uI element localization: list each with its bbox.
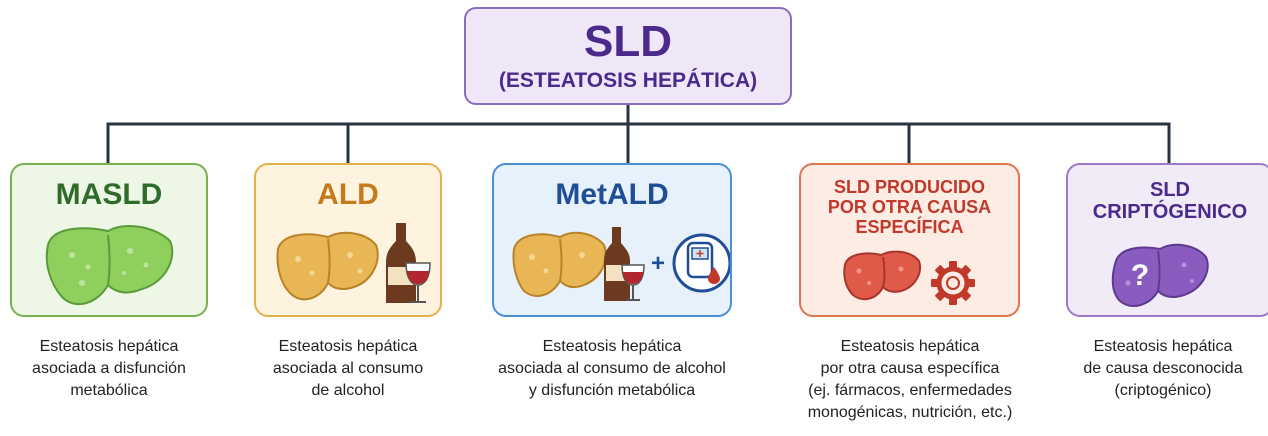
category-description-sld-criptogenico: Esteatosis hepática de causa desconocida… — [1083, 338, 1243, 399]
category-title-sld-otra-causa: SLD PRODUCIDO POR OTRA CAUSA ESPECÍFICA — [827, 177, 992, 237]
liver-icon — [45, 225, 174, 306]
category-card-masld: MASLD — [10, 163, 208, 317]
root-title: SLD — [584, 17, 672, 66]
category-card-metald: MetALD + — [492, 163, 732, 317]
liver-icon — [276, 231, 379, 301]
liver-icon — [843, 250, 921, 301]
category-title-metald: MetALD — [555, 178, 669, 211]
category-card-sld-otra-causa: SLD PRODUCIDO POR OTRA CAUSA ESPECÍFICA — [799, 163, 1020, 317]
category-description-ald: Esteatosis hepática asociada al consumo … — [272, 338, 424, 399]
category-card-ald: ALD — [254, 163, 442, 317]
category-card-sld-criptogenico: SLD CRIPTÓGENICO ? — [1066, 163, 1268, 317]
root-node: SLD (ESTEATOSIS HEPÁTICA) — [464, 7, 792, 105]
category-title-masld: MASLD — [55, 178, 163, 211]
category-title-ald: ALD — [317, 178, 379, 211]
question-mark-icon: ? — [1131, 259, 1149, 292]
liver-icon — [512, 231, 607, 297]
liver-icon — [1111, 243, 1209, 307]
category-description-masld: Esteatosis hepática asociada a disfunció… — [32, 338, 186, 399]
category-description-sld-otra-causa: Esteatosis hepática por otra causa espec… — [807, 338, 1013, 421]
category-title-sld-criptogenico: SLD CRIPTÓGENICO — [1092, 179, 1248, 223]
wine-glass-icon — [405, 262, 431, 303]
wine-glass-icon — [621, 264, 645, 301]
root-subtitle: (ESTEATOSIS HEPÁTICA) — [498, 69, 758, 92]
category-description-metald: Esteatosis hepática asociada al consumo … — [498, 338, 726, 399]
plus-sign: + — [651, 250, 665, 277]
glucose-meter-icon — [672, 233, 730, 293]
wine-bottle-icon — [604, 227, 630, 301]
gear-icon — [931, 261, 975, 305]
